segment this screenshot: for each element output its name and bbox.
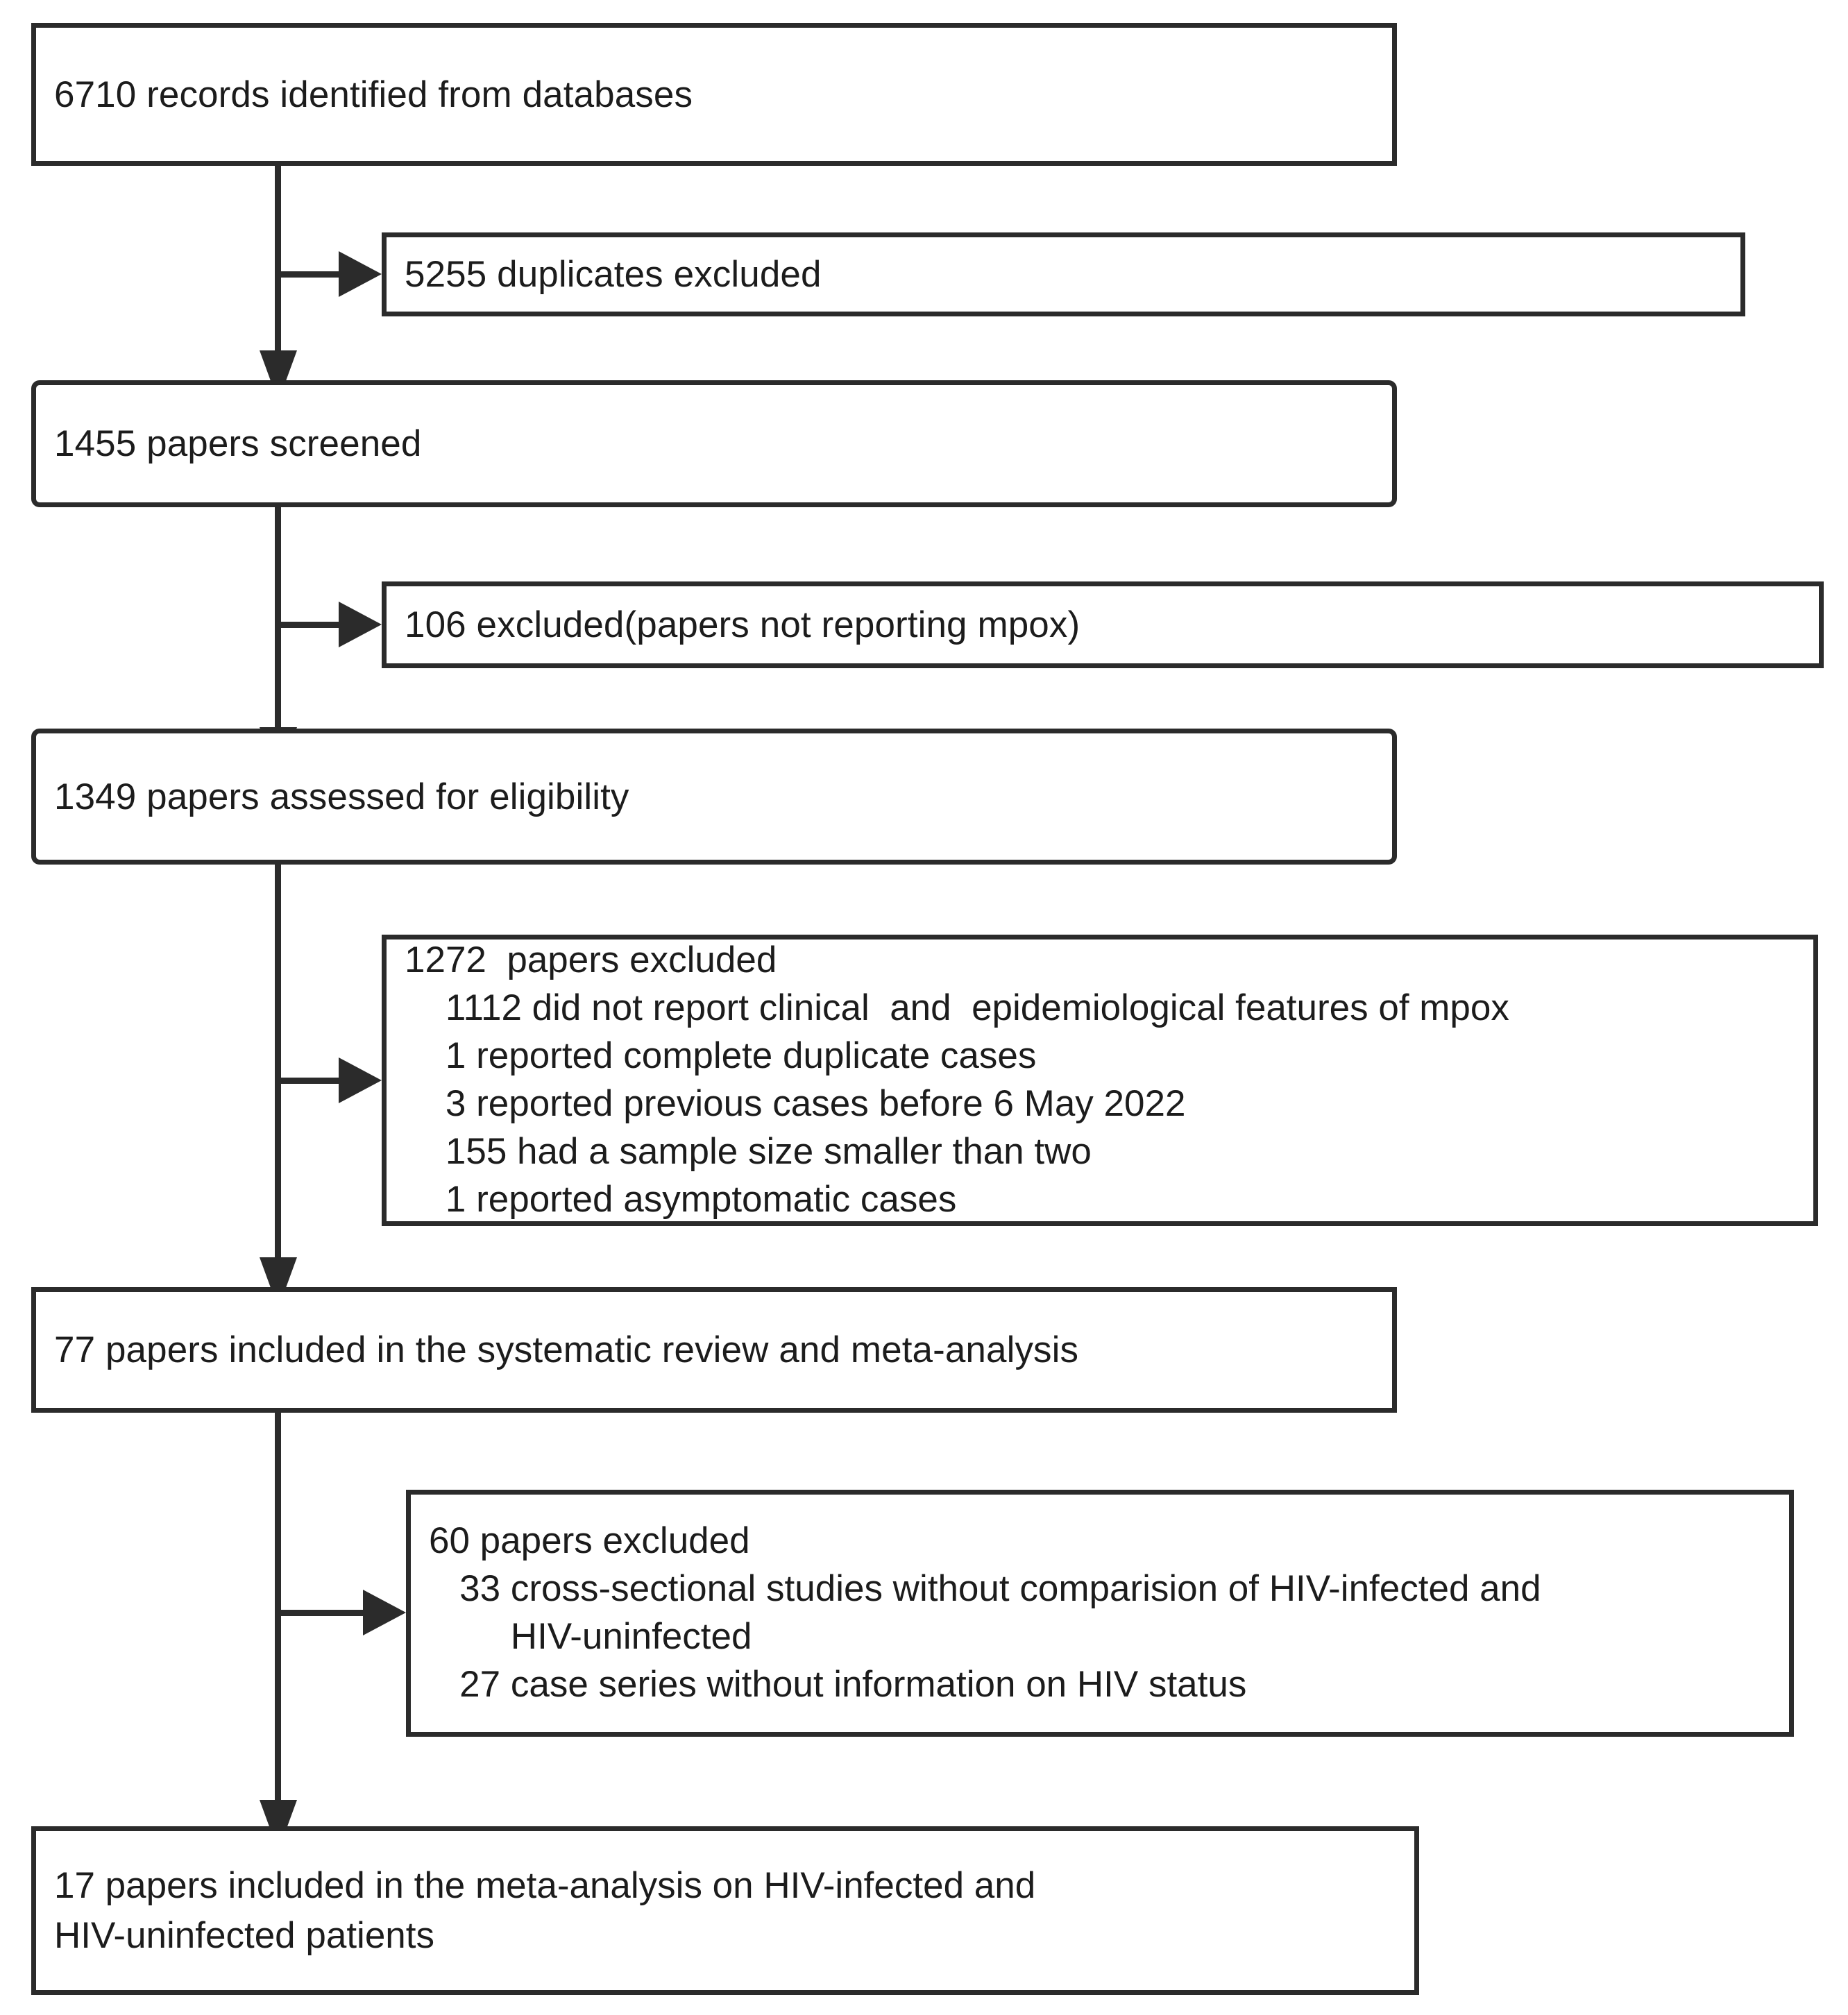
connector-line-to-excluded1272 <box>278 1078 347 1084</box>
node-papers-assessed-eligibility-label: 1349 papers assessed for eligibility <box>54 776 629 817</box>
connector-line-identified-to-screened <box>275 166 281 402</box>
node-records-identified-label: 6710 records identified from databases <box>54 74 693 115</box>
connector-line-included77-to-included17 <box>275 1413 281 1871</box>
node-papers-screened-label: 1455 papers screened <box>54 423 422 464</box>
node-duplicates-excluded: 5255 duplicates excluded <box>382 232 1745 316</box>
node-duplicates-excluded-label: 5255 duplicates excluded <box>405 254 822 295</box>
node-excluded-not-reporting-mpox-label: 106 excluded(papers not reporting mpox) <box>405 604 1080 645</box>
arrowhead-right-excluded60-icon <box>363 1590 406 1635</box>
node-included-systematic-review-label: 77 papers included in the systematic rev… <box>54 1329 1079 1370</box>
arrowhead-right-not-reporting-icon <box>339 602 382 647</box>
connector-line-screened-to-eligibility <box>275 507 281 778</box>
node-records-identified: 6710 records identified from databases <box>31 23 1397 166</box>
node-papers-excluded-60: 60 papers excluded 33 cross-sectional st… <box>406 1490 1794 1737</box>
connector-line-to-excluded60 <box>278 1610 371 1616</box>
connector-line-to-not-reporting <box>278 622 347 628</box>
node-excluded-not-reporting-mpox: 106 excluded(papers not reporting mpox) <box>382 581 1824 668</box>
node-included-meta-analysis-hiv-label: 17 papers included in the meta-analysis … <box>54 1865 1036 1956</box>
node-papers-excluded-1272: 1272 papers excluded 1112 did not report… <box>382 935 1818 1226</box>
arrowhead-right-duplicates-icon <box>339 251 382 297</box>
node-included-systematic-review: 77 papers included in the systematic rev… <box>31 1287 1397 1413</box>
node-papers-excluded-1272-label: 1272 papers excluded 1112 did not report… <box>405 940 1509 1220</box>
connector-line-to-duplicates <box>278 271 347 278</box>
node-included-meta-analysis-hiv: 17 papers included in the meta-analysis … <box>31 1826 1419 1995</box>
node-papers-assessed-eligibility: 1349 papers assessed for eligibility <box>31 729 1397 865</box>
connector-line-eligibility-to-included77 <box>275 865 281 1343</box>
node-papers-screened: 1455 papers screened <box>31 380 1397 507</box>
arrowhead-right-excluded1272-icon <box>339 1057 382 1103</box>
node-papers-excluded-60-label: 60 papers excluded 33 cross-sectional st… <box>429 1520 1541 1705</box>
